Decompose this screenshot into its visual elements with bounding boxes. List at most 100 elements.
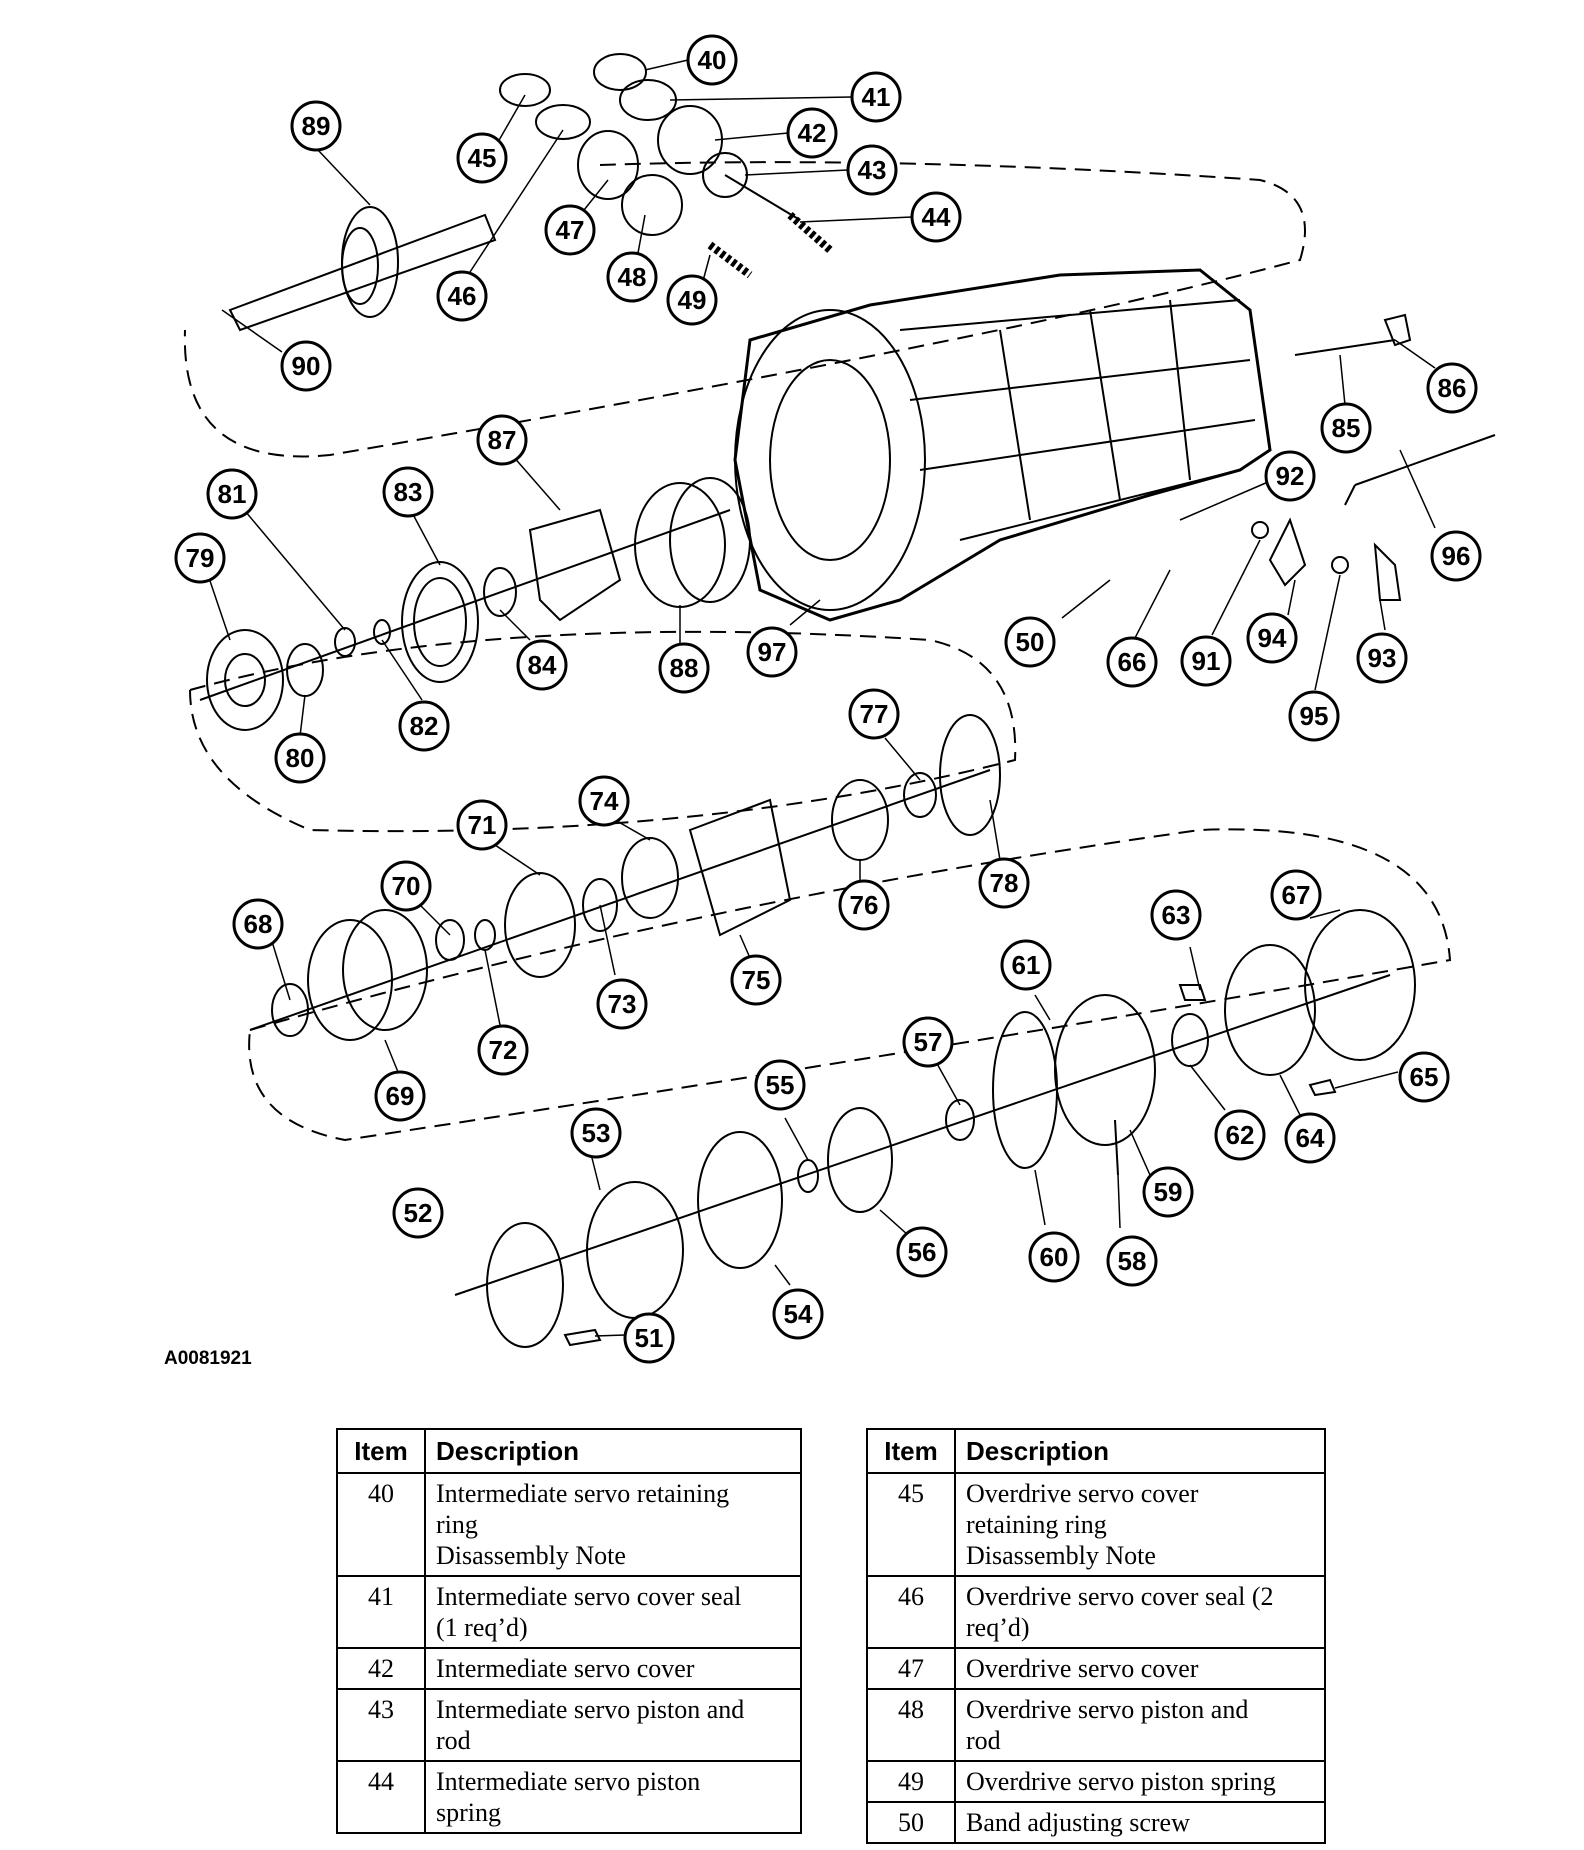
callout-circle <box>623 1312 675 1364</box>
callout-77: 77 <box>848 688 900 740</box>
description-line: Intermediate servo piston <box>436 1767 701 1796</box>
callout-circle <box>896 1226 948 1278</box>
callout-number: 70 <box>392 871 421 901</box>
callout-circle <box>786 107 838 159</box>
callout-circle <box>1180 635 1232 687</box>
callout-number: 49 <box>678 285 707 315</box>
callout-circle <box>1106 636 1158 688</box>
callout-circle <box>274 732 326 784</box>
callout-circle <box>1214 1109 1266 1161</box>
callout-69: 69 <box>374 1070 426 1122</box>
callout-circle <box>280 340 332 392</box>
callout-53: 53 <box>570 1107 622 1159</box>
callout-circle <box>1246 612 1298 664</box>
description-line: Overdrive servo piston and <box>966 1695 1249 1724</box>
callout-number: 97 <box>758 637 787 667</box>
description-line: retaining ring <box>966 1510 1107 1539</box>
item-description: Intermediate servo cover <box>424 1647 802 1690</box>
callout-circle <box>1430 530 1482 582</box>
callout-92: 92 <box>1264 450 1316 502</box>
description-line: Disassembly Note <box>436 1541 626 1570</box>
callout-number: 56 <box>908 1237 937 1267</box>
callout-number: 61 <box>1012 950 1041 980</box>
callout-circle <box>1356 632 1408 684</box>
callout-number: 54 <box>784 1299 813 1329</box>
callout-number: 50 <box>1016 627 1045 657</box>
description-line: Overdrive servo cover <box>966 1479 1199 1508</box>
callout-51: 51 <box>623 1312 675 1364</box>
item-number: 43 <box>336 1688 426 1762</box>
callout-number: 83 <box>394 477 423 507</box>
callout-number: 95 <box>1300 701 1329 731</box>
figure-id: A0081921 <box>164 1348 252 1369</box>
callout-48: 48 <box>606 251 658 303</box>
item-number: 48 <box>866 1688 956 1762</box>
callout-number: 94 <box>1258 623 1287 653</box>
item-description: Intermediate servo cover seal(1 req’d) <box>424 1575 802 1649</box>
callout-number: 75 <box>742 965 771 995</box>
item-number: 50 <box>866 1801 956 1844</box>
header-description: Description <box>424 1428 802 1474</box>
item-number: 44 <box>336 1760 426 1834</box>
callout-96: 96 <box>1430 530 1482 582</box>
callout-number: 78 <box>990 868 1019 898</box>
callout-circle <box>578 775 630 827</box>
callout-88: 88 <box>658 642 710 694</box>
callout-59: 59 <box>1142 1166 1194 1218</box>
callout-number: 51 <box>635 1323 664 1353</box>
callout-circle <box>544 204 596 256</box>
callout-number: 80 <box>286 743 315 773</box>
callout-circle <box>754 1059 806 1111</box>
callout-42: 42 <box>786 107 838 159</box>
callout-86: 86 <box>1426 362 1478 414</box>
callout-circle <box>456 799 508 851</box>
description-line: Overdrive servo cover seal (2 <box>966 1582 1274 1611</box>
callout-43: 43 <box>846 144 898 196</box>
callout-number: 43 <box>858 155 887 185</box>
callout-46: 46 <box>436 270 488 322</box>
callout-number: 40 <box>698 45 727 75</box>
callout-number: 55 <box>766 1070 795 1100</box>
description-line: Band adjusting screw <box>966 1808 1190 1837</box>
callout-circle <box>686 34 738 86</box>
callout-number: 69 <box>386 1081 415 1111</box>
callout-circle <box>436 270 488 322</box>
callout-number: 66 <box>1118 647 1147 677</box>
item-number: 45 <box>866 1472 956 1577</box>
callout-70: 70 <box>380 860 432 912</box>
callout-circle <box>1426 362 1478 414</box>
item-description: Band adjusting screw <box>954 1801 1326 1844</box>
callout-circle <box>380 860 432 912</box>
callout-number: 60 <box>1040 1242 1069 1272</box>
description-line: (1 req’d) <box>436 1613 528 1642</box>
description-line: rod <box>436 1726 471 1755</box>
callout-number: 93 <box>1368 643 1397 673</box>
callout-56: 56 <box>896 1226 948 1278</box>
callout-number: 77 <box>860 699 889 729</box>
callout-number: 41 <box>862 82 891 112</box>
callout-79: 79 <box>174 532 226 584</box>
group-outline-top <box>183 161 1306 458</box>
callout-number: 91 <box>1192 646 1221 676</box>
callout-number: 96 <box>1442 541 1471 571</box>
callout-number: 92 <box>1276 461 1305 491</box>
callout-44: 44 <box>910 191 962 243</box>
callout-group: 4041424344454647484950515253545556575859… <box>174 34 1482 1364</box>
callout-number: 53 <box>582 1118 611 1148</box>
callout-number: 45 <box>468 143 497 173</box>
callout-72: 72 <box>477 1024 529 1076</box>
table-header-row: Item Description <box>336 1428 802 1474</box>
callout-circle <box>1142 1166 1194 1218</box>
callout-number: 52 <box>404 1198 433 1228</box>
callout-circle <box>232 898 284 950</box>
item-description: Overdrive servo cover <box>954 1647 1326 1690</box>
